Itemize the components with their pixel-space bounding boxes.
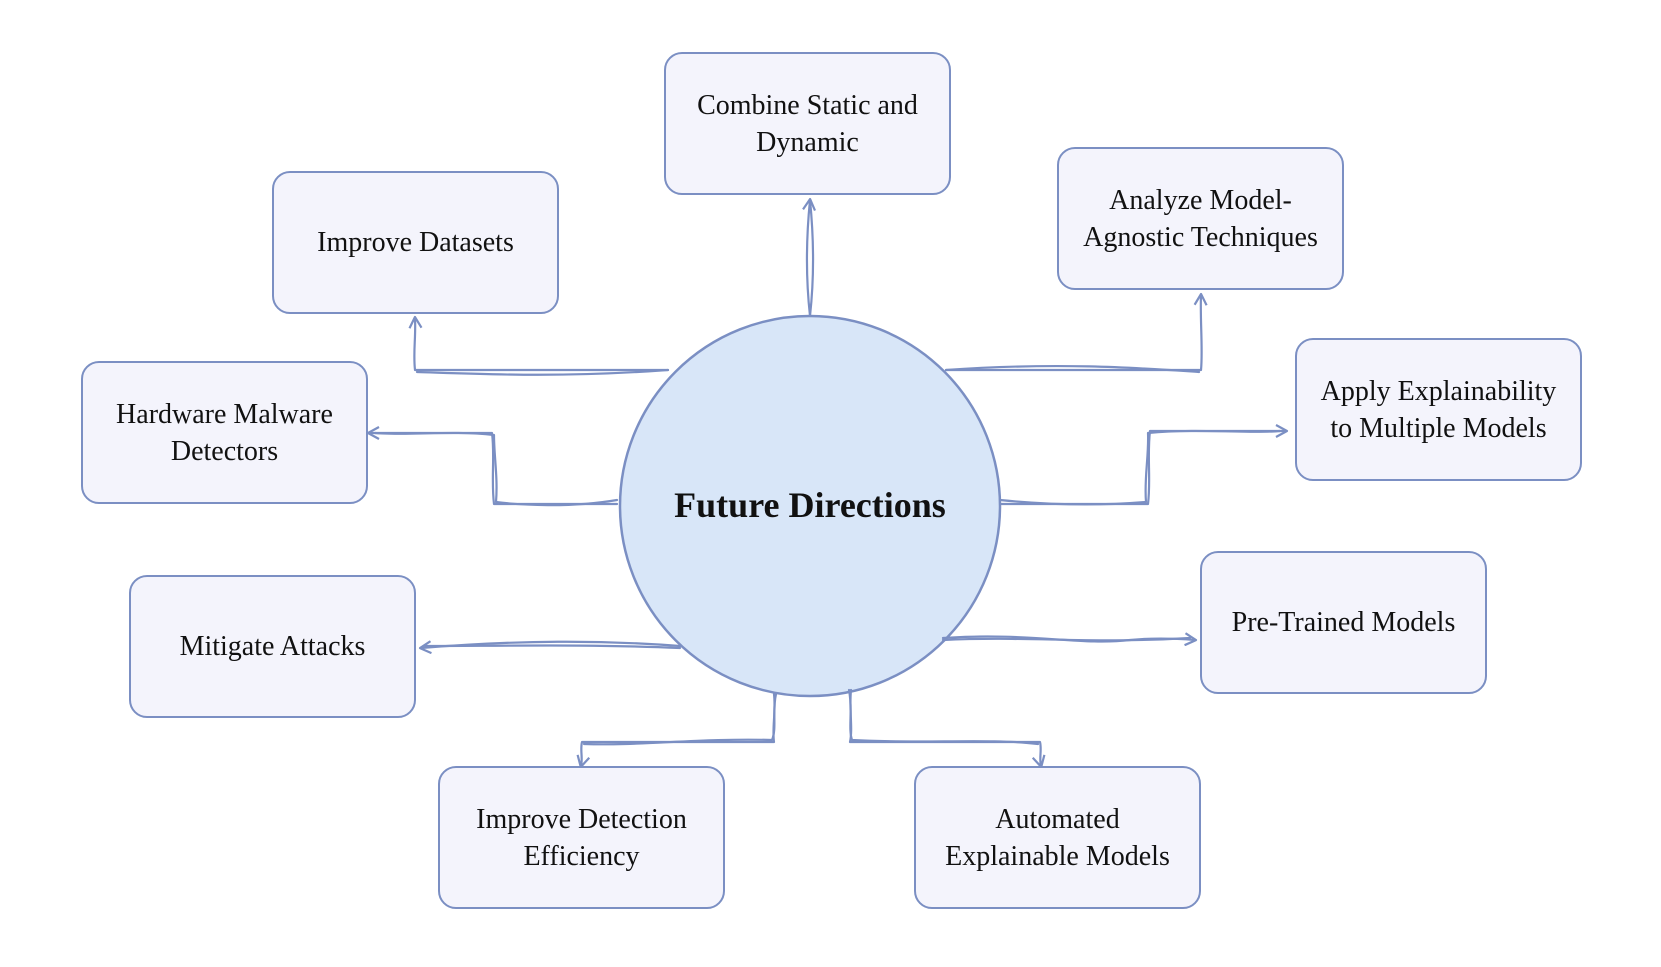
node-improve-detection-efficiency: Improve Detection Efficiency [438, 766, 725, 909]
node-pre-trained-models: Pre-Trained Models [1200, 551, 1487, 694]
node-mitigate-attacks: Mitigate Attacks [129, 575, 416, 718]
connector-improve-detection-efficiency [576, 692, 776, 769]
connector-improve-datasets [408, 315, 670, 372]
node-hardware-malware-detectors-label: Hardware Malware Detectors [116, 398, 333, 467]
node-apply-explainability-label: Apply Explainability to Multiple Models [1320, 375, 1557, 444]
connector-combine-static-dynamic [802, 197, 816, 318]
node-improve-detection-efficiency-label: Improve Detection Efficiency [476, 803, 687, 872]
node-improve-datasets: Improve Datasets [272, 171, 559, 314]
node-pre-trained-models-label: Pre-Trained Models [1231, 607, 1456, 638]
connector-analyze-model-agnostic [944, 292, 1208, 372]
node-mitigate-attacks-label: Mitigate Attacks [179, 631, 366, 662]
node-automated-explainable-models: Automated Explainable Models [914, 766, 1201, 909]
node-apply-explainability: Apply Explainability to Multiple Models [1295, 338, 1582, 481]
center-title: Future Directions [674, 485, 946, 525]
connector-automated-explainable-models [848, 688, 1046, 769]
node-analyze-model-agnostic-label: Analyze Model-Agnostic Techniques [1083, 184, 1318, 253]
connector-apply-explainability [998, 424, 1289, 506]
connector-hardware-malware-detectors [366, 426, 619, 506]
node-automated-explainable-models-label: Automated Explainable Models [945, 803, 1170, 872]
node-combine-static-dynamic-label: Combine Static and Dynamic [697, 89, 918, 158]
node-improve-datasets-label: Improve Datasets [317, 227, 514, 258]
node-hardware-malware-detectors: Hardware Malware Detectors [81, 361, 368, 504]
node-combine-static-dynamic: Combine Static and Dynamic [664, 52, 951, 195]
node-analyze-model-agnostic: Analyze Model-Agnostic Techniques [1057, 147, 1344, 290]
